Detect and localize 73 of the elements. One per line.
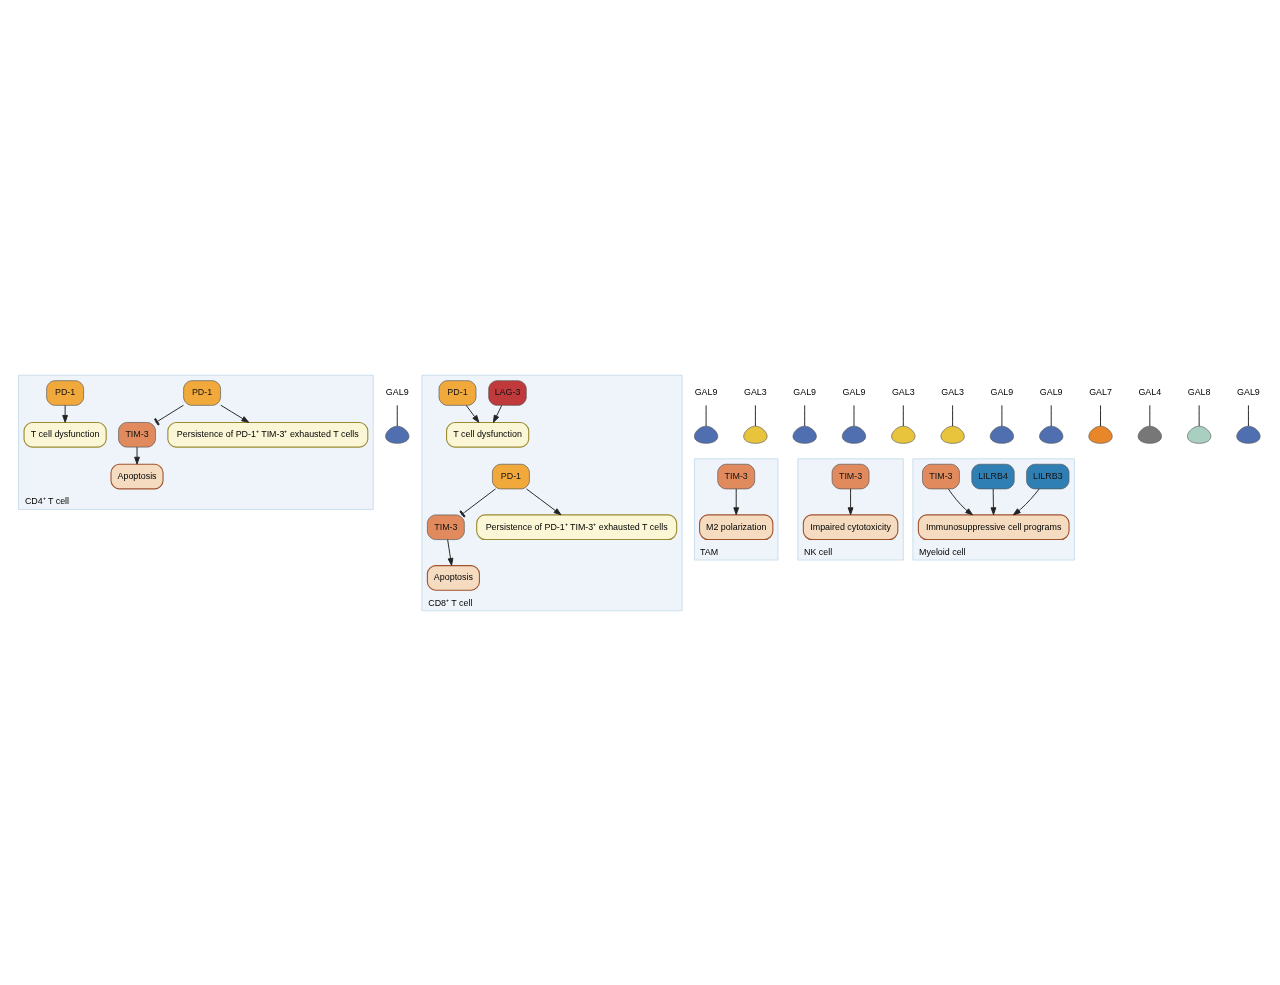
node-box: M2 polarization <box>699 513 774 540</box>
arrow <box>733 487 740 515</box>
node-text: GAL9 <box>1237 386 1260 397</box>
arrow <box>447 538 454 566</box>
node-picture <box>989 425 1014 444</box>
node-box: Immunosuppressive cell programs <box>917 513 1070 540</box>
node-box: PD-1 <box>438 379 477 406</box>
node-picture <box>385 425 410 444</box>
node-picture <box>1187 425 1212 444</box>
connector <box>459 487 496 518</box>
node-text: GAL9 <box>385 386 409 397</box>
node-text: GAL8 <box>1187 386 1211 397</box>
node-text: GAL9 <box>793 386 817 397</box>
node-box: TIM-3 <box>922 463 960 489</box>
node-box: PD-1 <box>183 379 221 406</box>
node-text: GAL9 <box>842 386 866 397</box>
connector <box>1198 404 1200 427</box>
connector <box>952 404 954 427</box>
connector <box>1247 404 1249 427</box>
node-text: GAL3 <box>891 386 915 397</box>
arrow <box>990 487 997 515</box>
node-box: PD-1 <box>46 379 84 406</box>
node-picture <box>743 425 768 444</box>
arrow <box>948 488 973 515</box>
node-picture <box>1137 425 1162 444</box>
connector <box>153 404 184 426</box>
node-box: T cell dysfunction <box>446 421 530 448</box>
node-box: Apoptosis <box>426 564 480 591</box>
node-box: Apoptosis <box>110 463 164 489</box>
node-picture <box>792 425 817 444</box>
connector <box>902 404 904 427</box>
node-box: TIM-3 <box>427 514 465 540</box>
node-box: LILRB3 <box>1026 463 1070 489</box>
connector <box>705 404 707 427</box>
node-box: TIM-3 <box>831 463 870 489</box>
connector <box>1001 404 1003 427</box>
arrow <box>134 446 140 465</box>
node-picture <box>841 425 866 444</box>
connector <box>754 404 756 427</box>
connector <box>1050 404 1052 427</box>
node-text: GAL3 <box>744 386 767 397</box>
node-box: Impaired cytotoxicity <box>802 513 899 540</box>
node-text: GAL4 <box>1138 386 1162 397</box>
node-text: GAL9 <box>990 386 1014 397</box>
arrow <box>220 404 250 423</box>
node-box: Persistence of PD-1⁺ TIM-3⁺ exhausted T cells <box>476 513 678 540</box>
arrow <box>847 487 854 515</box>
node-text: GAL3 <box>941 386 964 397</box>
node-box: LAG-3 <box>488 379 527 406</box>
node-text: GAL9 <box>694 386 718 397</box>
node-picture <box>1236 425 1261 444</box>
node-box: LILRB4 <box>971 463 1015 489</box>
node-box: TIM-3 <box>717 463 756 489</box>
connector <box>1100 404 1101 427</box>
node-text: GAL7 <box>1089 386 1112 397</box>
node-box: TIM-3 <box>118 421 156 447</box>
connector <box>804 404 806 427</box>
node-box: Persistence of PD-1⁺ TIM-3⁺ exhausted T cells <box>167 421 369 448</box>
node-picture <box>940 425 965 444</box>
node-box: PD-1 <box>492 463 530 489</box>
arrow <box>492 404 503 423</box>
arrow <box>62 404 68 423</box>
arrow <box>526 487 562 515</box>
node-box: T cell dysfunction <box>23 421 107 448</box>
node-picture <box>1088 425 1113 444</box>
node-picture <box>694 425 719 444</box>
arrow <box>465 404 480 423</box>
node-picture <box>1039 425 1064 444</box>
arrow <box>1012 488 1040 515</box>
node-picture <box>891 425 916 444</box>
connector <box>396 404 398 427</box>
node-text: GAL9 <box>1039 386 1063 397</box>
connector <box>1149 404 1151 427</box>
